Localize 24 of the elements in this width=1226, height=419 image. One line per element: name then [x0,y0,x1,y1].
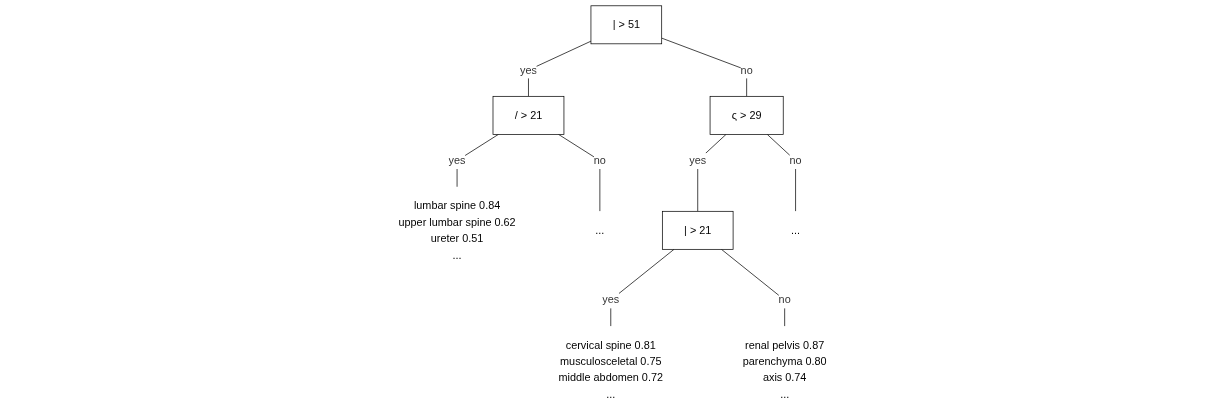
edge-label: no [594,153,607,167]
connector [558,134,601,212]
connector [697,134,727,212]
node-box: | > 51 [591,5,663,45]
edge-label: yes [520,63,538,76]
edge-label: no [741,63,754,76]
edge-label: no [779,293,792,306]
connector [661,37,748,97]
connector [721,249,786,327]
node-text: lumbar spine 0.84 upper lumbar spine 0.62 ureter 0.51 ... [398,199,517,261]
connector [610,249,675,327]
node-box: | > 21 [662,210,734,250]
node-text: cervical spine 0.81 musculosceletal 0.75 middle abdomen 0.72 ... [558,338,664,400]
edge-label: yes [449,153,466,167]
node-text: ... [791,223,801,236]
connector [528,40,592,97]
node-text: renal pelvis 0.87 parenchyma 0.80 axis 0.74 ... [743,338,828,400]
node-text: ... [595,223,605,236]
connector [767,134,797,212]
node-box: / > 21 [493,95,565,135]
node-box: ς > 29 [710,95,784,135]
edge-label: yes [689,153,707,167]
edge-label: yes [602,293,620,306]
edge-label: no [789,153,803,167]
